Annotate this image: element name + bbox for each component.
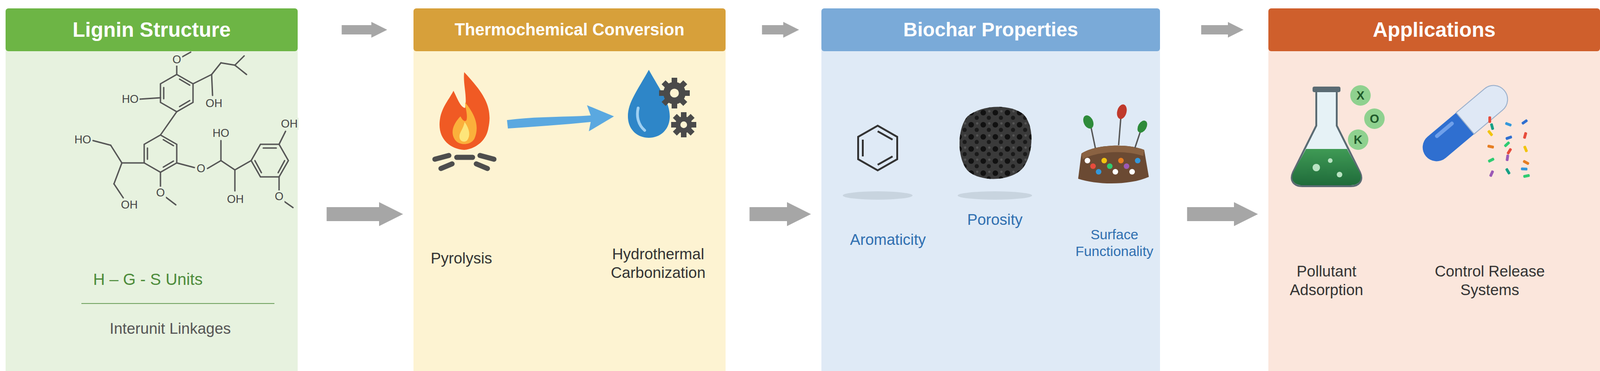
fire-icon	[434, 72, 494, 169]
item-label: Control Release Systems	[1431, 261, 1548, 299]
atom-label: O	[171, 53, 183, 66]
flow-arrow	[1186, 206, 1239, 221]
header-arrow	[1201, 25, 1232, 35]
porous-char-icon	[957, 106, 1033, 200]
item-label: Hydrothermal Carbonization	[600, 244, 717, 282]
ion-label: K	[1353, 133, 1364, 147]
item-label: Surface Functionality	[1067, 226, 1161, 260]
atom-label: HO	[73, 133, 93, 146]
capsule-particles	[1486, 116, 1530, 178]
stage-panel: Thermochemical ConversionPyrolysis Hydrot…	[413, 8, 726, 371]
atom-label: OH	[226, 193, 245, 206]
stage-panel: Biochar PropertiesAromaticity PorositySur…	[821, 8, 1160, 371]
item-label: Pyrolysis	[430, 248, 493, 268]
stage-panel: Lignin Structure H – G - S UnitsInterunit…	[5, 8, 298, 371]
soil-surface-icon	[1078, 103, 1150, 184]
item-label: Interunit Linkages	[109, 319, 232, 338]
atom-label: O	[273, 190, 285, 203]
stage-heading: Applications	[1268, 8, 1600, 52]
rule-line	[81, 302, 275, 304]
header-arrow	[761, 25, 787, 35]
flask-icon	[1291, 85, 1385, 187]
stage-heading: Biochar Properties	[821, 8, 1160, 52]
header-arrow	[341, 25, 375, 35]
lignin-structure	[93, 52, 294, 208]
panel-ground	[5, 8, 298, 371]
flow-arrow	[749, 206, 793, 221]
ion-label: O	[1368, 112, 1380, 126]
item-label: H – G - S Units	[93, 269, 203, 289]
flow-arrow	[326, 206, 384, 221]
water-gear-icon	[627, 69, 697, 138]
panel-ground	[413, 8, 726, 371]
atom-label: OH	[120, 198, 139, 211]
capsule-icon	[1416, 79, 1514, 167]
atom-label: OH	[204, 97, 224, 110]
stage-heading: Thermochemical Conversion	[413, 8, 726, 52]
item-label: Pollutant Adsorption	[1273, 261, 1380, 299]
atom-label: HO	[120, 93, 140, 106]
panel-ground	[1268, 8, 1600, 371]
ion-label: X	[1355, 88, 1366, 102]
atom-label: O	[195, 162, 207, 175]
benzene-icon	[842, 125, 913, 200]
panel-ground	[821, 8, 1160, 371]
process-arrow	[506, 105, 614, 132]
stage-panel: ApplicationsPollutant Adsorption Control …	[1268, 8, 1600, 371]
atom-label: HO	[211, 126, 231, 140]
atom-label: OH	[280, 117, 299, 130]
item-label: Aromaticity	[849, 230, 926, 249]
atom-label: O	[155, 186, 167, 199]
item-label: Porosity	[966, 210, 1023, 229]
stage-heading: Lignin Structure	[5, 8, 298, 52]
